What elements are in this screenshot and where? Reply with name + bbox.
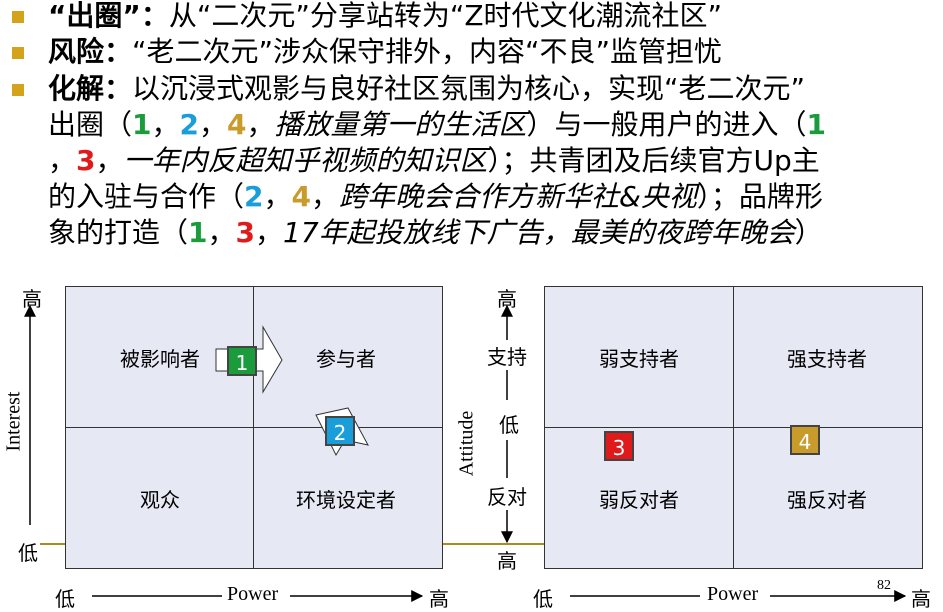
quadrant-label: 观众 — [140, 488, 180, 512]
bullet-text: ）；品牌形 — [696, 180, 823, 213]
bullet-text: 以沉浸式观影与良好社区氛围为核心，实现“老二次元” — [132, 72, 806, 105]
stakeholder-num: 2 — [244, 180, 264, 213]
bullet-text: ， — [311, 180, 340, 213]
stakeholder-num: 1 — [132, 108, 152, 141]
bullet-text: ）与一般用户的进入（ — [526, 108, 807, 141]
right-y-high: 高 — [497, 289, 517, 311]
quadrant-label: 被影响者 — [120, 347, 200, 371]
bullet-text: ， — [246, 108, 275, 141]
bullet-text: ， — [199, 108, 228, 141]
stakeholder-badge-1: 1 — [227, 346, 257, 376]
bullet-italic: 17年起投放线下广告，最美的夜跨年晚会 — [283, 216, 795, 249]
bullet-sep: ： — [104, 72, 133, 105]
left-x-high: 高 — [429, 589, 449, 611]
bullet-sep: ： — [104, 35, 133, 68]
bullet-text: ， — [95, 144, 124, 177]
bullet-marker — [12, 84, 24, 96]
bullet-sep: ： — [140, 0, 169, 32]
quadrant-label: 强反对者 — [787, 488, 867, 512]
page-number: 82 — [877, 578, 891, 593]
bullet-marker — [12, 11, 24, 23]
right-quadrant-grid: 弱支持者 强支持者 弱反对者 强反对者 — [544, 286, 923, 569]
stakeholder-badge-2: 2 — [325, 416, 355, 446]
bullet-text: ， — [48, 144, 77, 177]
left-quadrant-grid: 被影响者 参与者 观众 环境设定者 — [65, 286, 443, 569]
bullet-italic: 跨年晚会合作方新华社&央视 — [339, 180, 697, 213]
stakeholder-badge-3: 3 — [604, 431, 634, 461]
right-y-bottom: 高 — [497, 551, 517, 573]
quadrant-label: 环境设定者 — [296, 488, 396, 512]
bullet-list: “出圈”：从“二次元”分享站转为“Z时代文化潮流社区” 风险：“老二次元”涉众保… — [8, 0, 938, 252]
bullet-text: 从“二次元”分享站转为“Z时代文化潮流社区” — [168, 0, 723, 32]
bullet-text: ， — [151, 108, 180, 141]
left-y-low: 低 — [18, 543, 38, 565]
quadrant-label: 弱反对者 — [599, 488, 679, 512]
stakeholder-num: 1 — [188, 216, 208, 249]
stakeholder-num: 3 — [76, 144, 96, 177]
bullet-text: “老二次元”涉众保守排外，内容“不良”监管担忧 — [132, 35, 723, 68]
stakeholder-num: 2 — [179, 108, 199, 141]
right-y-support: 支持 — [487, 347, 527, 369]
stakeholder-num: 3 — [235, 216, 255, 249]
left-y-high: 高 — [22, 289, 42, 311]
right-y-label: Attitude — [455, 410, 478, 477]
bullet-item: “出圈”：从“二次元”分享站转为“Z时代文化潮流社区” — [8, 0, 938, 34]
bullet-lead: “出圈” — [48, 0, 141, 32]
bullet-text: 出圈（ — [48, 108, 133, 141]
bullet-text: ， — [263, 180, 292, 213]
stakeholder-num: 4 — [227, 108, 247, 141]
quadrant-label: 参与者 — [316, 347, 376, 371]
right-y-oppose: 反对 — [487, 487, 527, 509]
bullet-italic: 播放量第一的生活区 — [274, 108, 527, 141]
bullet-item: 风险：“老二次元”涉众保守排外，内容“不良”监管担忧 — [8, 34, 938, 70]
stakeholder-badge-4: 4 — [790, 425, 820, 455]
left-x-low: 低 — [55, 589, 75, 611]
grid-divider — [66, 427, 442, 428]
stakeholder-num: 4 — [291, 180, 311, 213]
bullet-marker — [12, 47, 24, 59]
bullet-lead: 化解 — [48, 72, 105, 105]
bullet-lead: 风险 — [48, 35, 105, 68]
right-y-mid: 低 — [499, 415, 519, 437]
quadrant-label: 强支持者 — [787, 347, 867, 371]
bullet-text: 象的打造（ — [48, 216, 189, 249]
bullet-text: ）；共青团及后续官方Up主 — [487, 144, 820, 177]
bullet-text: ） — [794, 216, 823, 249]
bullet-text: 的入驻与合作（ — [48, 180, 245, 213]
grid-divider — [545, 427, 922, 428]
bullet-text: ， — [255, 216, 284, 249]
bullet-item: 化解：以沉浸式观影与良好社区氛围为核心，实现“老二次元” 出圈（1，2，4，播放… — [8, 71, 938, 251]
bullet-text: ， — [207, 216, 236, 249]
right-x-label: Power — [707, 583, 759, 605]
stakeholder-num: 1 — [806, 108, 827, 141]
left-x-label: Power — [227, 583, 279, 605]
quadrant-label: 弱支持者 — [599, 347, 679, 371]
right-x-high: 高 — [911, 589, 931, 611]
right-x-low: 低 — [533, 589, 553, 611]
bullet-italic: 一年内反超知乎视频的知识区 — [123, 144, 488, 177]
